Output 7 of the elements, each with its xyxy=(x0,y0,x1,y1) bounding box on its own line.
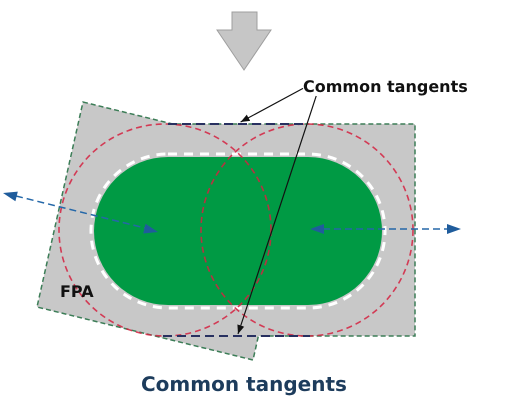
region-label: FPA xyxy=(60,282,94,301)
leader-line xyxy=(240,88,304,123)
tangent-line xyxy=(168,123,305,125)
callout-label: Common tangents xyxy=(303,77,468,96)
caption: Common tangents xyxy=(141,372,347,396)
leader-line xyxy=(237,96,317,334)
tangent-line xyxy=(163,335,310,337)
